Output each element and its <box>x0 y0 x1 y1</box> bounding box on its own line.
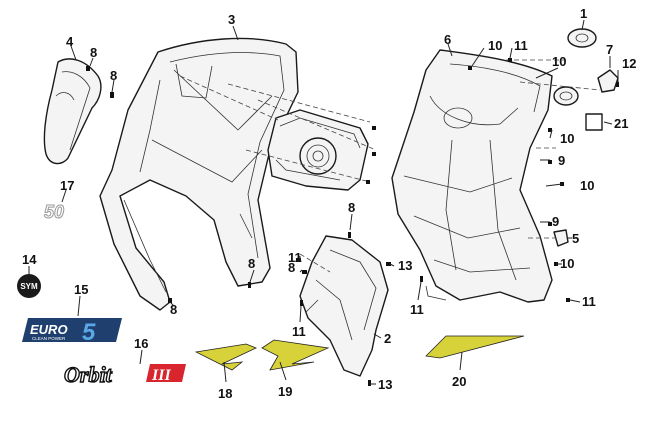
part-4-side-cover <box>43 58 102 165</box>
callout-11-b: 11 <box>292 324 306 339</box>
callout-10-c: 10 <box>580 178 594 193</box>
callout-16: 16 <box>134 336 148 351</box>
callout-21: 21 <box>614 116 628 131</box>
key-ring <box>553 86 579 106</box>
callout-5: 5 <box>572 231 579 246</box>
callout-18: 18 <box>218 386 232 401</box>
assembly-lines <box>179 59 601 273</box>
callout-11-c: 11 <box>410 302 424 317</box>
callout-13-a: 13 <box>398 258 412 273</box>
callout-10-a: 10 <box>488 38 502 53</box>
callout-10-b: 10 <box>560 131 574 146</box>
callout-20: 20 <box>452 374 466 389</box>
callout-7: 7 <box>606 42 613 57</box>
callout-8-f: 8 <box>170 302 177 317</box>
callout-17: 17 <box>60 178 74 193</box>
part-19-stripe-decal <box>261 339 330 371</box>
part-6-inner-panel <box>391 49 553 303</box>
part-2-lower-cover <box>299 235 389 377</box>
callout-11-d: 11 <box>582 294 596 309</box>
callout-14: 14 <box>22 252 37 267</box>
svg-text:EURO: EURO <box>30 322 68 337</box>
callout-8-c: 8 <box>348 200 355 215</box>
part-16-orbit-decal: Orbit III <box>63 361 186 388</box>
callout-8-e: 8 <box>288 260 295 275</box>
callout-8-b: 8 <box>110 68 117 83</box>
svg-text:SYM: SYM <box>20 282 38 291</box>
callout-2: 2 <box>384 331 391 346</box>
svg-text:III: III <box>151 367 171 384</box>
callout-10-e: 10 <box>552 54 566 69</box>
part-3-front-frame <box>99 37 299 311</box>
callout-3: 3 <box>228 12 235 27</box>
part-1-key-cover <box>567 28 597 48</box>
callout-6: 6 <box>444 32 451 47</box>
callout-12: 12 <box>622 56 636 71</box>
callout-9-a: 9 <box>558 153 565 168</box>
callout-13-b: 13 <box>378 377 392 392</box>
part-17-badge-50: 50 <box>44 202 64 222</box>
callout-11-e: 11 <box>514 38 528 53</box>
headlamp-assembly <box>267 109 369 191</box>
screws <box>86 58 619 386</box>
part-21-label <box>585 113 603 131</box>
callout-15: 15 <box>74 282 88 297</box>
callout-9-b: 9 <box>552 214 559 229</box>
part-7-cap <box>597 69 619 93</box>
part-18-stripe-decal <box>194 343 258 371</box>
svg-text:Orbit: Orbit <box>64 362 113 387</box>
part-14-sym-logo: SYM <box>17 274 41 298</box>
part-5-clip <box>553 229 569 247</box>
callout-8-d: 8 <box>248 256 255 271</box>
callout-8-a: 8 <box>90 45 97 60</box>
part-20-stripe-decal <box>425 335 525 359</box>
leader-lines <box>28 19 619 385</box>
part-15-euro5-decal: EURO 5 CLEAN POWER <box>22 318 122 346</box>
svg-text:CLEAN POWER: CLEAN POWER <box>32 336 66 341</box>
callout-19: 19 <box>278 384 292 399</box>
callout-11-a: 11 <box>288 250 302 265</box>
callout-10-d: 10 <box>560 256 574 271</box>
svg-text:5: 5 <box>82 319 96 346</box>
callout-numbers: 1 2 3 4 5 6 7 8 8 8 8 8 8 9 9 10 10 10 1… <box>22 6 636 401</box>
callout-1: 1 <box>580 6 587 21</box>
callout-4: 4 <box>66 34 74 49</box>
